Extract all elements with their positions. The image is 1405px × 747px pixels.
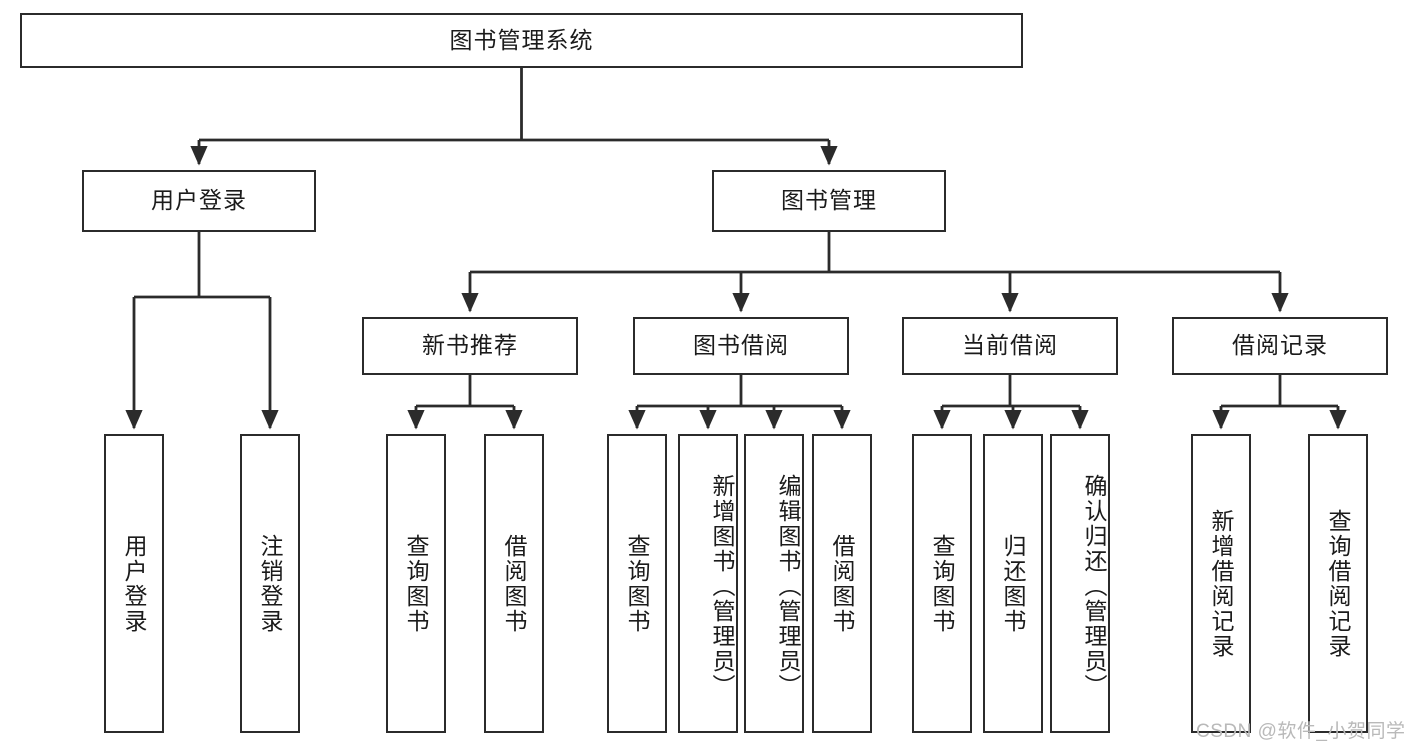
node-leaf-confirm-return-admin[interactable]: 确认归还（管理员） (1050, 434, 1110, 733)
node-leaf-query-book-3[interactable]: 查询图书 (912, 434, 972, 733)
node-label: 注销登录 (257, 533, 284, 634)
node-book-management-system[interactable]: 图书管理系统 (20, 13, 1023, 68)
node-leaf-return-book[interactable]: 归还图书 (983, 434, 1043, 733)
node-label: 编辑图书（管理员） (775, 474, 801, 699)
node-label: 归还图书 (1000, 533, 1027, 634)
node-leaf-query-book-2[interactable]: 查询图书 (607, 434, 667, 733)
node-label: 借阅图书 (829, 533, 856, 634)
node-leaf-borrow-book-1[interactable]: 借阅图书 (484, 434, 544, 733)
node-label: 借阅记录 (1232, 332, 1328, 359)
node-label: 新书推荐 (422, 332, 518, 359)
node-label: 当前借阅 (962, 332, 1058, 359)
node-label: 用户登录 (151, 187, 247, 214)
node-label: 查询图书 (403, 533, 430, 634)
node-leaf-query-book-1[interactable]: 查询图书 (386, 434, 446, 733)
node-label: 新增借阅记录 (1208, 508, 1235, 659)
node-label: 查询图书 (929, 533, 956, 634)
node-leaf-edit-book-admin[interactable]: 编辑图书（管理员） (744, 434, 804, 733)
node-label: 新增图书（管理员） (709, 474, 735, 699)
node-leaf-logout[interactable]: 注销登录 (240, 434, 300, 733)
node-leaf-add-book-admin[interactable]: 新增图书（管理员） (678, 434, 738, 733)
node-user-login[interactable]: 用户登录 (82, 170, 316, 232)
node-borrow-record[interactable]: 借阅记录 (1172, 317, 1388, 375)
node-label: 查询图书 (624, 533, 651, 634)
node-book-management[interactable]: 图书管理 (712, 170, 946, 232)
node-label: 图书管理 (781, 187, 877, 214)
node-leaf-query-borrow-record[interactable]: 查询借阅记录 (1308, 434, 1368, 733)
node-leaf-borrow-book-2[interactable]: 借阅图书 (812, 434, 872, 733)
node-label: 确认归还（管理员） (1081, 474, 1107, 699)
node-new-book-recommend[interactable]: 新书推荐 (362, 317, 578, 375)
node-leaf-user-login[interactable]: 用户登录 (104, 434, 164, 733)
node-label: 查询借阅记录 (1325, 508, 1352, 659)
node-book-borrow[interactable]: 图书借阅 (633, 317, 849, 375)
node-label: 借阅图书 (501, 533, 528, 634)
node-current-borrow[interactable]: 当前借阅 (902, 317, 1118, 375)
node-label: 图书借阅 (693, 332, 789, 359)
node-leaf-add-borrow-record[interactable]: 新增借阅记录 (1191, 434, 1251, 733)
node-label: 用户登录 (121, 533, 148, 634)
node-label: 图书管理系统 (449, 26, 594, 53)
